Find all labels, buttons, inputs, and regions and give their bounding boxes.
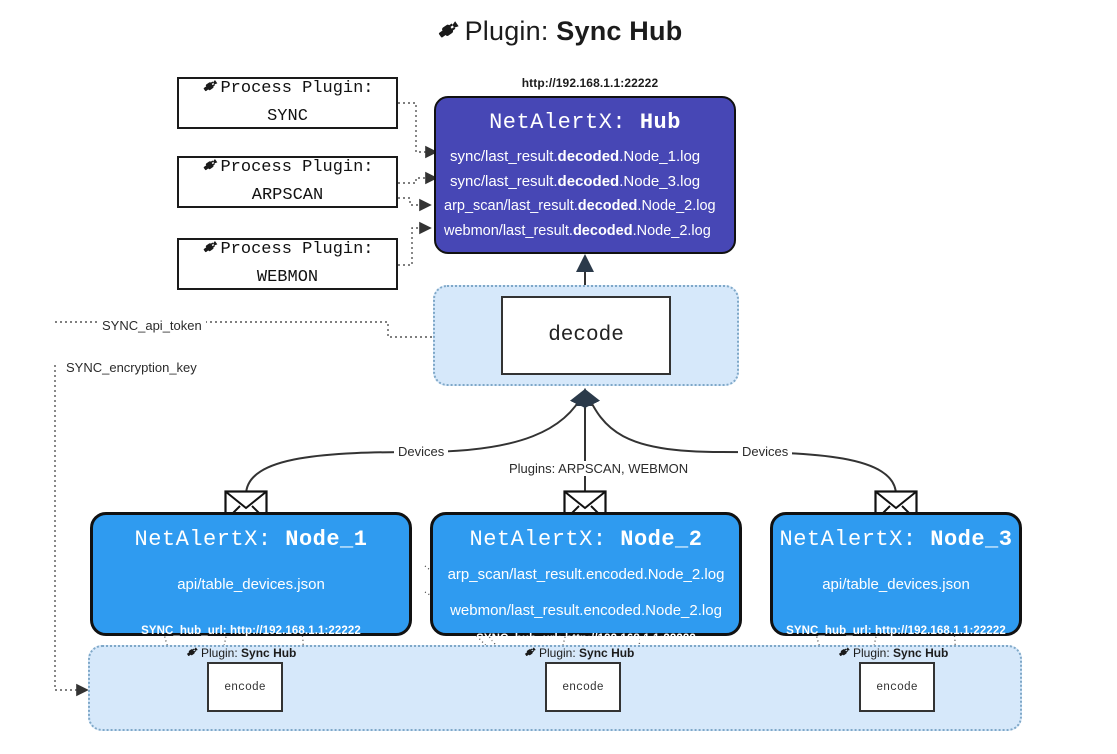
log-pre: arp_scan/last_result. [444,198,578,214]
plug-icon [837,645,851,662]
encode-box-1[interactable]: encode [207,662,283,712]
encode-box-3[interactable]: encode [859,662,935,712]
encoder-label-name: Sync Hub [893,646,949,660]
node-title: NetAlertX: Node_3 [773,527,1019,552]
log-pre: sync/last_result. [450,148,558,165]
node-log-line: arp_scan/last_result.encoded.Node_2.log [447,566,725,583]
plugin-line2: SYNC [267,106,308,126]
process-plugin-arpscan[interactable]: Process Plugin: ARPSCAN [177,156,398,208]
hub-node[interactable]: NetAlertX: Hub sync/last_result.decoded.… [434,96,736,254]
node-2[interactable]: NetAlertX: Node_2 arp_scan/last_result.e… [430,512,742,645]
process-plugin-webmon[interactable]: Process Plugin: WEBMON [177,238,398,290]
plugin-line1: Process Plugin: [220,157,374,177]
node-log-line: api/table_devices.json [177,576,325,593]
log-post: .Node_1.log [619,148,701,165]
hub-title-name: Hub [639,110,681,135]
node-3[interactable]: NetAlertX: Node_3 api/table_devices.json… [770,512,1022,637]
node-title: NetAlertX: Node_1 [93,527,409,552]
node-log-line: api/table_devices.json [822,576,970,593]
log-mid: decoded [572,223,633,239]
plug-icon [201,156,219,184]
encoder-label-name: Sync Hub [241,646,297,660]
sync-encryption-key-label: SYNC_encryption_key [62,360,201,375]
encoder-label-name: Sync Hub [579,646,635,660]
hub-log-line: webmon/last_result.decoded.Node_2.log [436,219,734,244]
plug-icon [201,238,219,266]
title-name: Sync Hub [556,16,683,46]
node-title-name: Node_2 [620,527,703,552]
plugin-line1: Process Plugin: [220,239,374,259]
page-title: Plugin: Sync Hub [0,16,1117,50]
node-title-prefix: NetAlertX: [469,527,607,552]
node-1[interactable]: NetAlertX: Node_1 api/table_devices.json… [90,512,412,637]
encoder-label-3: Plugin: Sync Hub [837,645,948,662]
node-title-prefix: NetAlertX: [134,527,272,552]
plug-icon [185,645,199,662]
plugin-line2: WEBMON [256,267,319,287]
hub-log-list: sync/last_result.decoded.Node_1.log sync… [436,144,734,244]
encoder-label-1: Plugin: Sync Hub [185,645,296,662]
edge-label-plugins: Plugins: ARPSCAN, WEBMON [505,461,693,476]
log-post: .Node_2.log [632,223,711,239]
log-pre: webmon/last_result. [444,223,573,239]
plugin-line2: ARPSCAN [251,185,324,205]
title-prefix: Plugin: [464,16,549,46]
node-title-name: Node_1 [285,527,368,552]
encoder-label-prefix: Plugin: [853,646,890,660]
node-title: NetAlertX: Node_2 [433,527,739,552]
node-hub-url: SYNC_hub_url: http://192.168.1.1:22222 [141,625,361,637]
hub-title: NetAlertX: Hub [436,110,734,135]
node-hub-url: SYNC_hub_url: http://192.168.1.1:22222 [476,633,696,645]
node-title-name: Node_3 [930,527,1013,552]
encode-box-2[interactable]: encode [545,662,621,712]
node-log-line: webmon/last_result.encoded.Node_2.log [450,602,722,619]
log-mid: decoded [557,173,620,190]
node-title-prefix: NetAlertX: [779,527,917,552]
encoder-label-prefix: Plugin: [539,646,576,660]
plugin-line1: Process Plugin: [220,78,374,98]
edge-label-devices-left: Devices [394,444,449,459]
hub-title-prefix: NetAlertX: [489,110,627,135]
edge-label-devices-right: Devices [738,444,793,459]
hub-log-line: arp_scan/last_result.decoded.Node_2.log [436,194,734,219]
process-plugin-sync[interactable]: Process Plugin: SYNC [177,77,398,129]
encoder-label-2: Plugin: Sync Hub [523,645,634,662]
log-post: .Node_3.log [619,173,701,190]
log-mid: decoded [577,198,638,214]
log-pre: sync/last_result. [450,173,558,190]
hub-url-label: http://192.168.1.1:22222 [521,76,659,90]
encoder-label-prefix: Plugin: [201,646,238,660]
node-hub-url: SYNC_hub_url: http://192.168.1.1:22222 [786,625,1006,637]
decode-box[interactable]: decode [501,296,671,375]
log-mid: decoded [557,148,620,165]
sync-api-token-label: SYNC_api_token [98,318,206,333]
plug-icon [435,17,461,50]
log-post: .Node_2.log [637,198,716,214]
plug-icon [201,77,219,105]
hub-log-line: sync/last_result.decoded.Node_1.log [436,144,734,169]
plug-icon [523,645,537,662]
hub-log-line: sync/last_result.decoded.Node_3.log [436,169,734,194]
